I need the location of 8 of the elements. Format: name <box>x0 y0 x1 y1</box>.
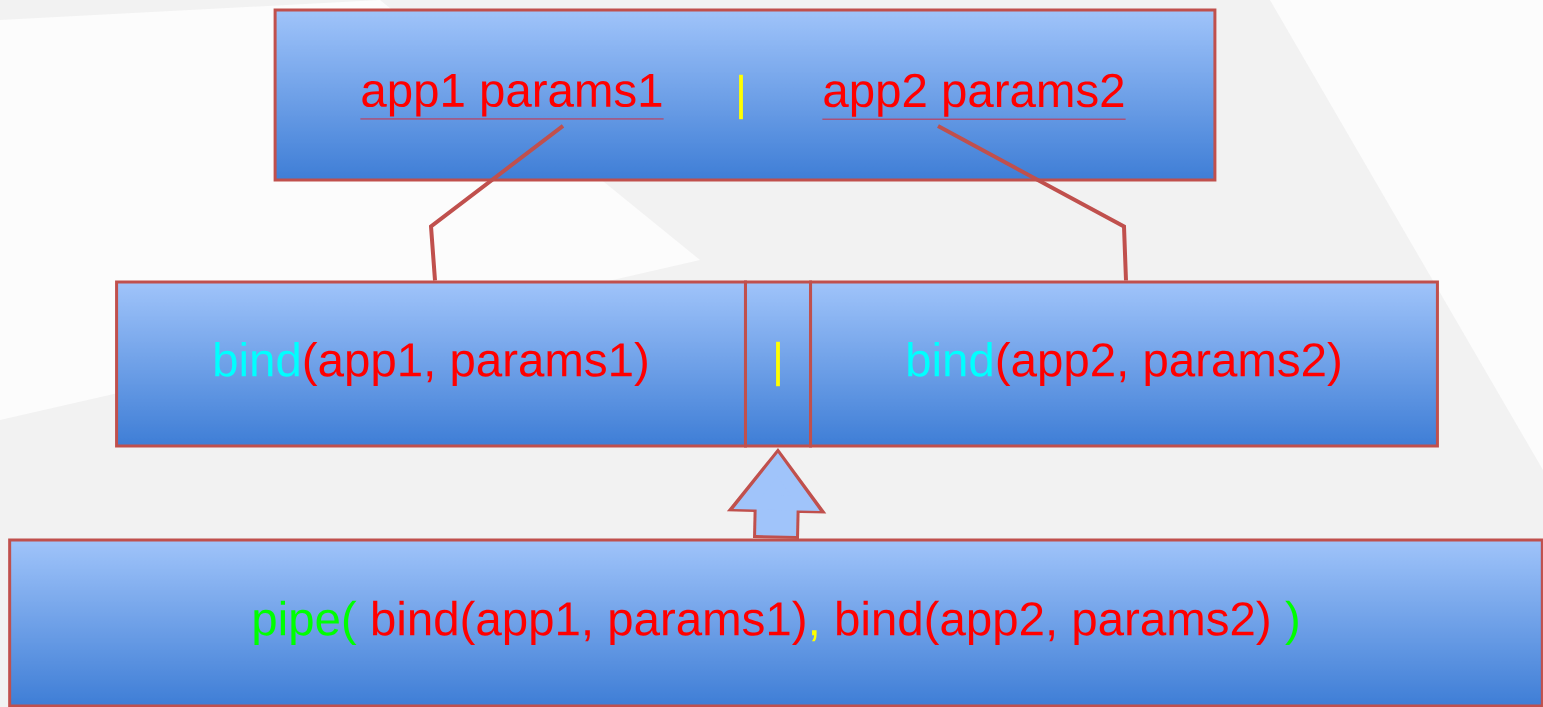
leader-line <box>428 124 565 281</box>
leader-line <box>937 124 1128 281</box>
separator-text: | <box>739 74 743 120</box>
text-box: | <box>744 280 812 448</box>
box <box>273 8 1217 182</box>
underlined-text: app1 params1 <box>360 74 664 120</box>
text-box: pipe( bind(app1, params1), bind(app2, params2) ) <box>8 538 1543 707</box>
underlined-text: app2 params2 <box>822 73 1126 120</box>
